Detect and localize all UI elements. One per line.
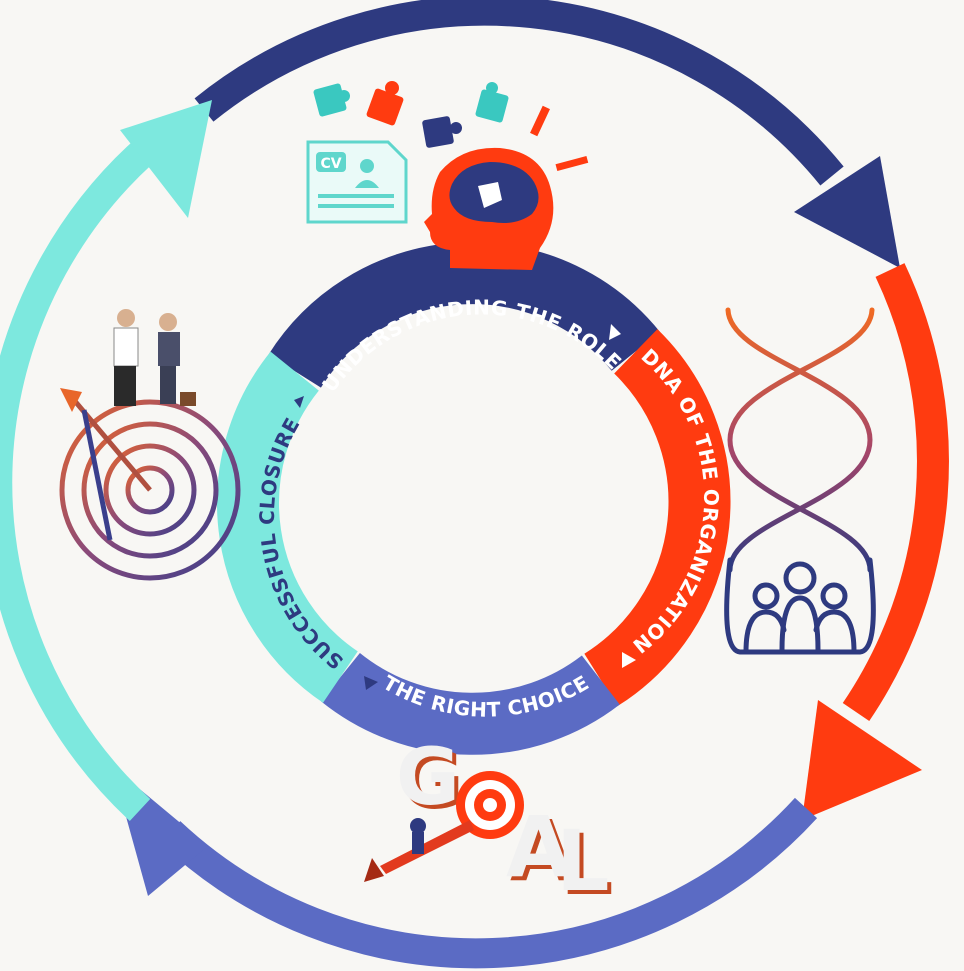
dart-rider-icon [364, 818, 474, 882]
goal-letter-a-shadow: A [510, 802, 575, 900]
puzzle-pieces-icon [313, 81, 509, 148]
marker-bottom [364, 676, 378, 690]
goal-target-icon: G G A A L L [364, 733, 614, 914]
handshake-people-icon [113, 309, 196, 406]
people-group-icon [724, 557, 876, 655]
outer-arc-aqua [0, 116, 182, 821]
target-handshake-icon [59, 309, 241, 581]
inner-ring [217, 242, 731, 755]
goal-letter-a: A [506, 798, 571, 896]
marker-right [622, 652, 636, 668]
outer-arc-navy [194, 0, 844, 186]
cv-label: CV [320, 156, 341, 172]
ring-segment-periwinkle [320, 652, 620, 755]
arrowhead-red [802, 700, 922, 820]
cv-document-icon: CV [306, 140, 408, 224]
marker-top [609, 324, 621, 340]
goal-letter-g: G [396, 733, 460, 823]
dna-people-icon [724, 307, 876, 655]
goal-letter-l: L [556, 812, 610, 910]
arrowhead-navy [794, 156, 900, 268]
ring-direction-markers [294, 324, 636, 690]
goal-letter-l-shadow: L [560, 816, 614, 914]
ring-segment-red [583, 329, 731, 707]
goal-target-o-icon [456, 771, 524, 839]
outer-arc-red [842, 263, 949, 721]
goal-letter-g-shadow: G [400, 737, 464, 827]
ring-segment-navy [268, 242, 660, 389]
ring-segment-aqua [217, 351, 359, 703]
arrowhead-aqua [120, 100, 212, 218]
outer-arc-periwinkle [159, 797, 818, 969]
head-puzzle-cv-icon: CV [306, 81, 589, 270]
marker-left [294, 396, 304, 408]
